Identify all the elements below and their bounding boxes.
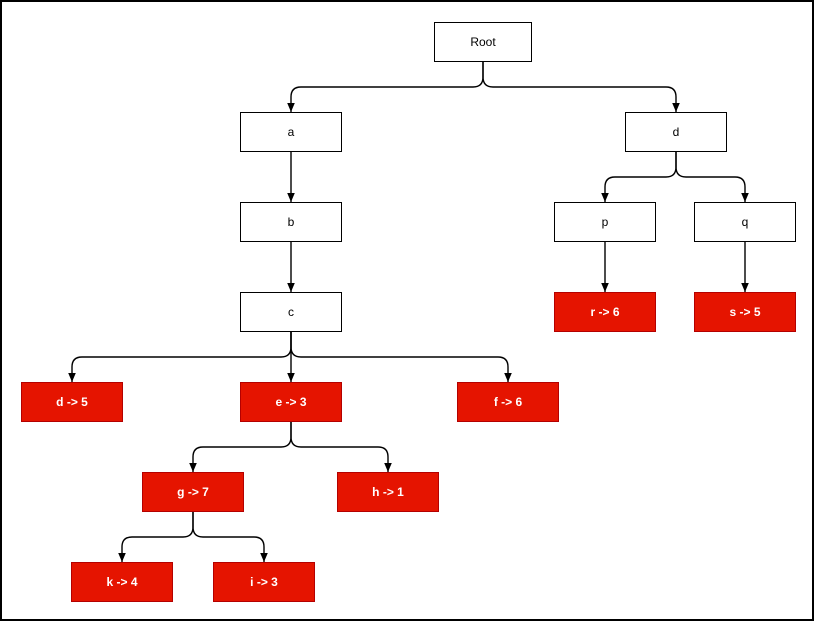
tree-leaf-d: d -> 5 (21, 382, 123, 422)
edge-c-fleaf (290, 332, 512, 382)
tree-node-p: p (554, 202, 656, 242)
edge-root-a (287, 62, 484, 112)
tree-node-c: c (240, 292, 342, 332)
tree-node-b: b (240, 202, 342, 242)
edge-d-q (675, 152, 749, 202)
tree-leaf-e: e -> 3 (240, 382, 342, 422)
edge-root-d (482, 62, 680, 112)
edge-c-dleaf (68, 332, 292, 382)
tree-leaf-h: h -> 1 (337, 472, 439, 512)
edge-eleaf-gleaf (189, 422, 292, 472)
edge-eleaf-hleaf (290, 422, 392, 472)
tree-leaf-i: i -> 3 (213, 562, 315, 602)
tree-leaf-f: f -> 6 (457, 382, 559, 422)
tree-node-a: a (240, 112, 342, 152)
tree-leaf-r: r -> 6 (554, 292, 656, 332)
edge-gleaf-kleaf (118, 512, 194, 562)
edge-gleaf-ileaf (192, 512, 268, 562)
tree-node-root: Root (434, 22, 532, 62)
tree-leaf-k: k -> 4 (71, 562, 173, 602)
tree-node-q: q (694, 202, 796, 242)
tree-leaf-g: g -> 7 (142, 472, 244, 512)
tree-node-d: d (625, 112, 727, 152)
tree-leaf-s: s -> 5 (694, 292, 796, 332)
edge-d-p (601, 152, 677, 202)
